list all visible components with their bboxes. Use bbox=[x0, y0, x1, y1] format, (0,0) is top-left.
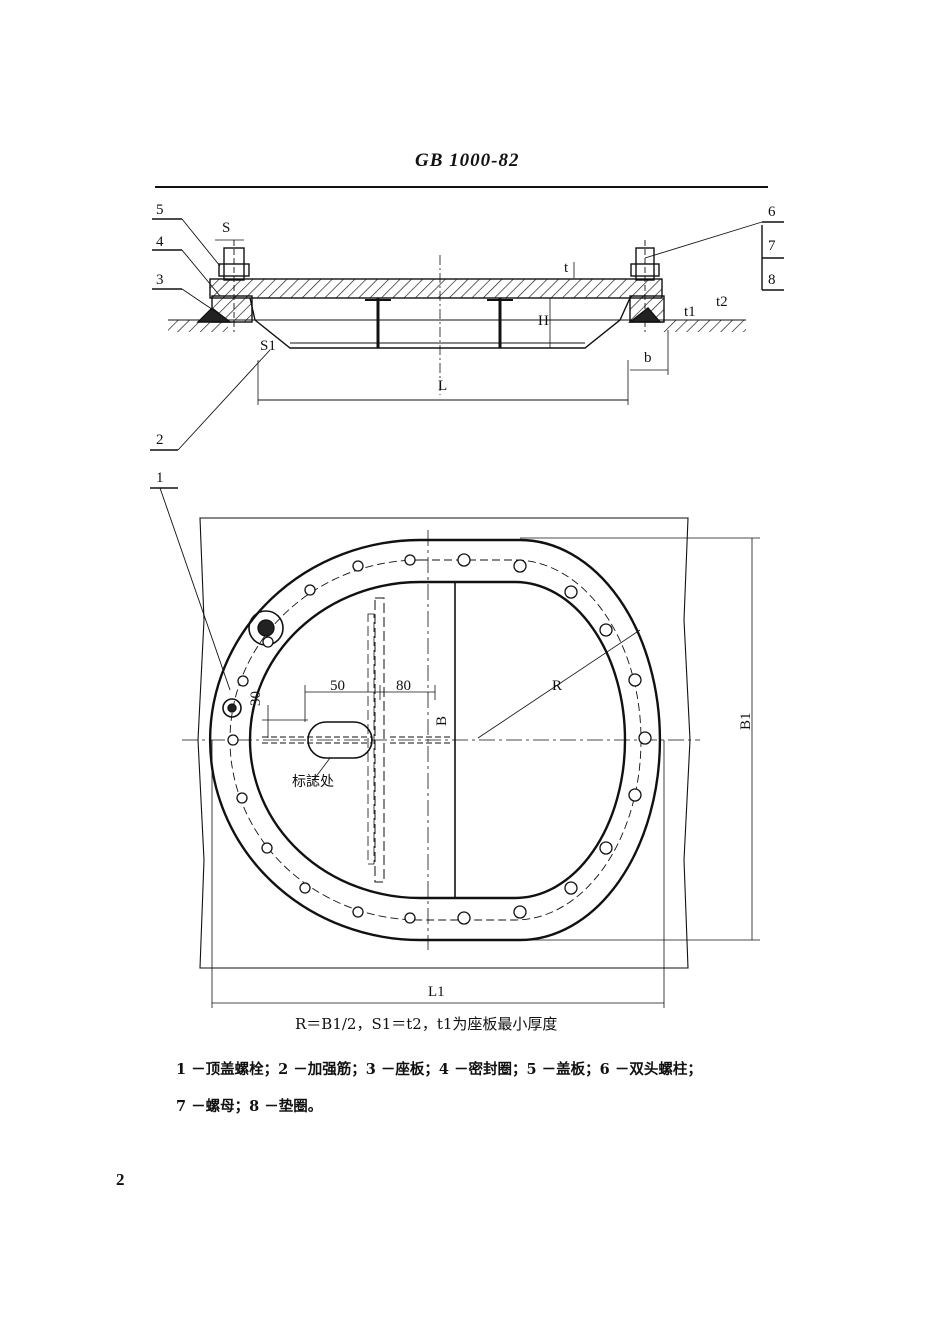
legend-line-1: 1 －顶盖螺栓；2 －加强筋；3 －座板；4 －密封圈；5 －盖板；6 －双头螺… bbox=[176, 1061, 702, 1078]
deck-boundary bbox=[197, 517, 691, 969]
dim-l1: L1 bbox=[428, 984, 445, 1000]
dim-b: b bbox=[644, 350, 652, 366]
legend-line-2: 7 －螺母；8 －垫圈。 bbox=[176, 1098, 323, 1115]
dim-t: t bbox=[564, 260, 569, 276]
section-view bbox=[150, 218, 784, 691]
plan-view bbox=[182, 517, 760, 1008]
figure-caption: R＝B1/2，S1＝t2，t1为座板最小厚度 bbox=[295, 1015, 558, 1033]
dim-50: 50 bbox=[330, 678, 345, 694]
dim-b1: B1 bbox=[738, 712, 754, 730]
dim-b: B bbox=[434, 716, 450, 726]
dim-t1: t1 bbox=[684, 304, 696, 320]
coaming bbox=[249, 297, 631, 349]
part-num-8: 8 bbox=[768, 272, 776, 288]
part-num-1: 1 bbox=[156, 470, 164, 486]
bolt-holes bbox=[227, 553, 652, 925]
dim-t2: t2 bbox=[716, 294, 728, 310]
dim-s: S bbox=[222, 220, 230, 236]
cover-plate bbox=[209, 278, 663, 299]
dim-s1: S1 bbox=[260, 338, 276, 354]
part-num-2: 2 bbox=[156, 432, 164, 448]
part-num-7: 7 bbox=[768, 238, 776, 254]
part-num-6: 6 bbox=[768, 204, 776, 220]
part-num-3: 3 bbox=[156, 272, 164, 288]
part-num-5: 5 bbox=[156, 202, 164, 218]
deck-left bbox=[168, 320, 228, 332]
mark-label: 标誌处 bbox=[292, 774, 334, 790]
hatch-inner bbox=[248, 580, 627, 900]
dim-h: H bbox=[538, 313, 549, 329]
deck-right bbox=[662, 320, 746, 332]
dim-30: 30 bbox=[248, 691, 264, 706]
dim-r: R bbox=[552, 678, 562, 694]
dim-80: 80 bbox=[396, 678, 411, 694]
part-num-4: 4 bbox=[156, 234, 164, 250]
page-number: 2 bbox=[116, 1170, 125, 1189]
mark-slot bbox=[307, 721, 373, 759]
header-rule bbox=[155, 186, 768, 188]
dim-l: L bbox=[438, 378, 447, 394]
standard-code: GB 1000-82 bbox=[415, 150, 520, 171]
